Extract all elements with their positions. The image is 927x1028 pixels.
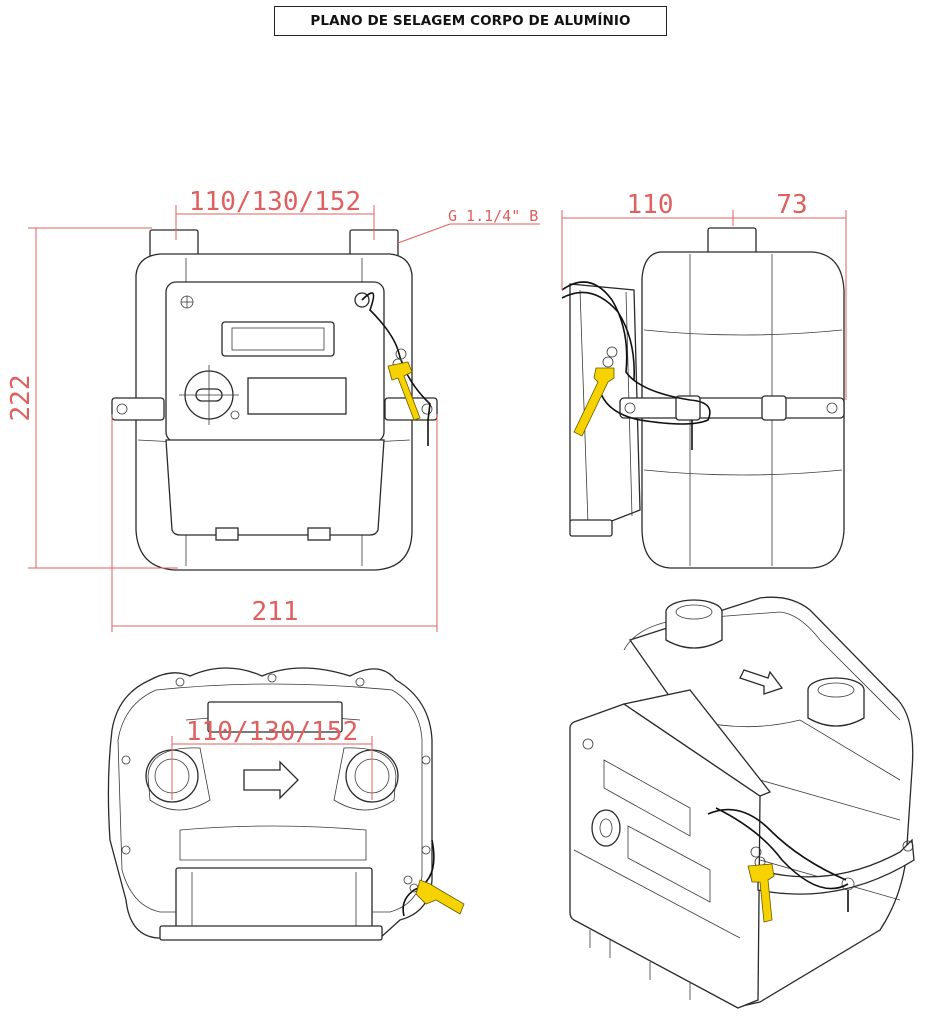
front-seal-icon — [387, 361, 421, 421]
front-height-label: 222 — [6, 375, 36, 422]
top-view — [107, 667, 465, 941]
drawing-title-box: PLANO DE SELAGEM CORPO DE ALUMÍNIO — [274, 6, 667, 36]
front-width-label: 211 — [252, 597, 299, 627]
iso-seal-icon — [747, 863, 775, 923]
side-seal-icon — [573, 367, 615, 437]
drawing-title: PLANO DE SELAGEM CORPO DE ALUMÍNIO — [310, 13, 631, 29]
top-spacing-label: 110/130/152 — [186, 717, 358, 747]
thread-spec-label: G 1.1/4" B — [448, 207, 538, 225]
front-view-dimensions: 110/130/152 G 1.1/4" B 222 211 — [6, 187, 540, 632]
side-depth-back-label: 73 — [776, 190, 807, 220]
side-view-dimensions: 110 73 — [561, 190, 847, 400]
side-view — [561, 227, 845, 569]
top-seal-icon — [415, 879, 465, 915]
side-depth-front-label: 110 — [627, 190, 674, 220]
front-view — [111, 229, 438, 571]
isometric-view — [569, 596, 915, 1009]
front-spacing-label: 110/130/152 — [189, 187, 361, 217]
top-view-dimensions: 110/130/152 — [171, 717, 373, 800]
